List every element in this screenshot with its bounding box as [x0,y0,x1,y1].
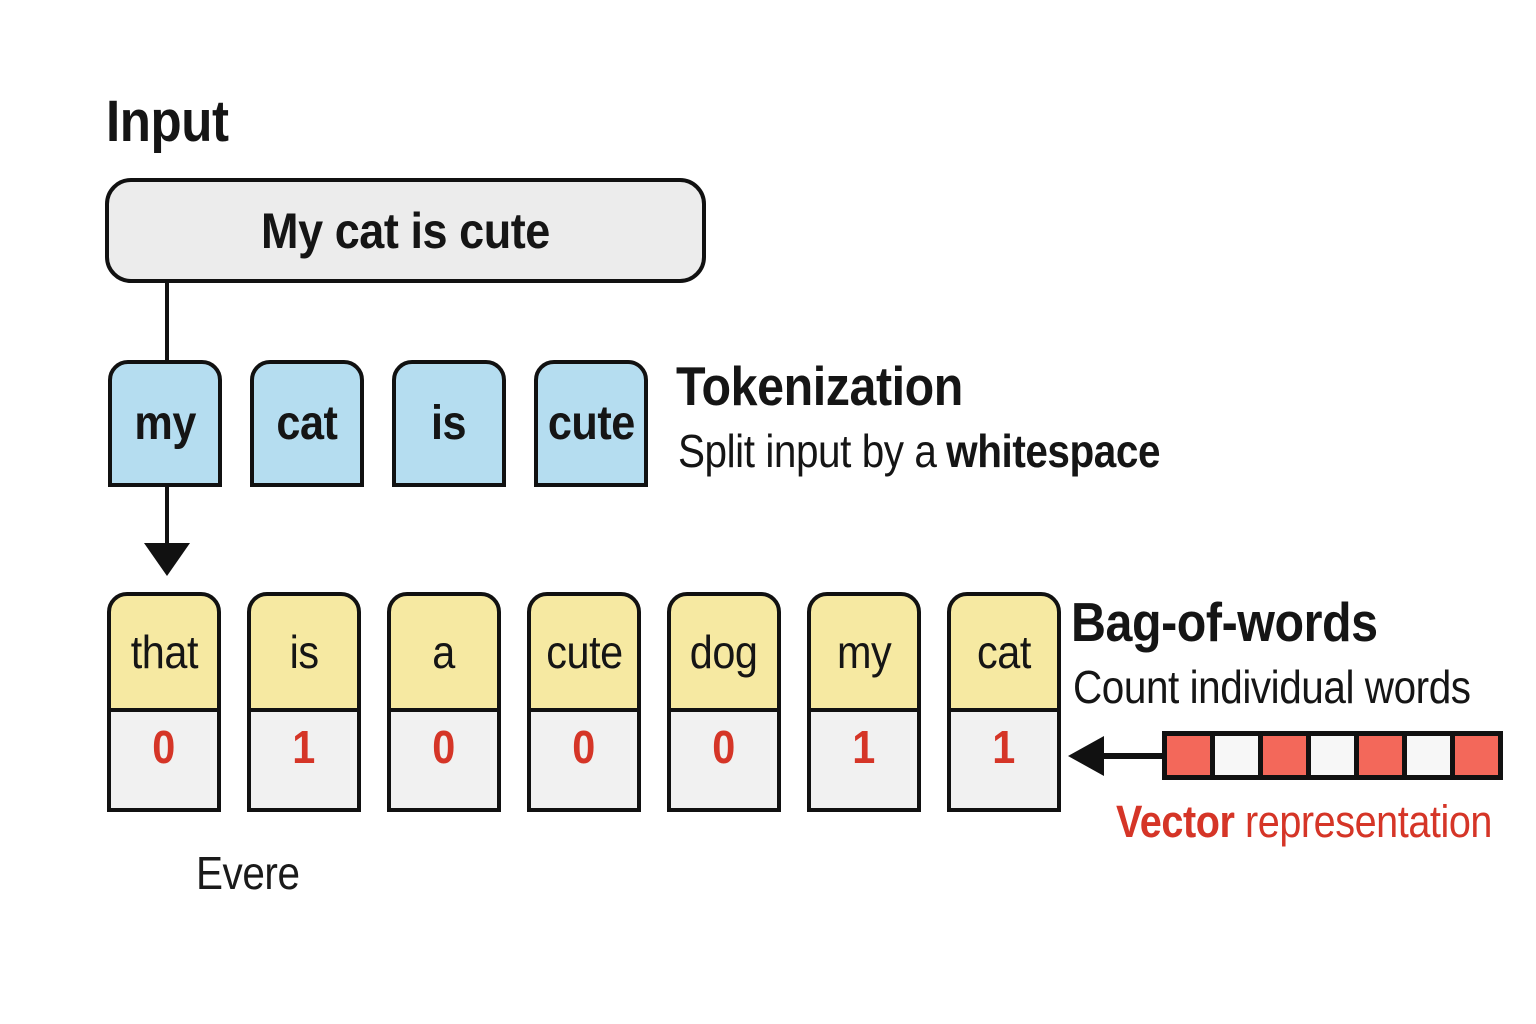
bow-count-cell: 0 [667,712,781,812]
bow-word-cell: cute [527,592,641,712]
bow-word-cell: that [107,592,221,712]
token-box-my: my [108,360,222,487]
bow-box-cat: cat 1 [947,592,1061,812]
bow-count-cell: 0 [387,712,501,812]
input-section-label-text: Input [106,89,229,154]
bow-box-that: that 0 [107,592,221,812]
left-arrow-icon [1068,736,1104,776]
bow-word-label: cat [977,626,1031,678]
bag-of-words-row: that 0 is 1 a 0 cute 0 dog 0 my 1 cat 1 [107,592,1061,812]
bow-box-a: a 0 [387,592,501,812]
bow-word-label: dog [690,626,758,678]
bow-word-label: is [289,626,319,678]
bag-of-words-subtitle: Count individual words [1073,660,1525,714]
down-arrow-icon [144,543,190,576]
footer-caption-text: Evere [196,847,300,899]
bag-of-words-title: Bag-of-words [1071,590,1419,654]
bag-of-words-title-text: Bag-of-words [1071,591,1378,653]
bow-count-value: 0 [712,721,736,773]
tokenization-title-text: Tokenization [676,355,963,417]
vector-cell [1407,736,1450,775]
bow-count-cell: 1 [247,712,361,812]
bow-word-cell: cat [947,592,1061,712]
vector-cell [1263,736,1306,775]
connector-tokens-to-bow [165,487,169,545]
bow-count-value: 1 [852,721,876,773]
bow-word-cell: is [247,592,361,712]
vector-label-regular: representation [1244,796,1493,847]
bow-word-cell: a [387,592,501,712]
bow-word-label: my [836,626,892,678]
bow-word-label: cute [545,626,623,678]
bow-word-label: that [130,626,198,678]
bow-box-my: my 1 [807,592,921,812]
token-label: cute [547,397,635,450]
bow-count-cell: 0 [107,712,221,812]
vector-cell [1215,736,1258,775]
token-row: my cat is cute [108,360,648,487]
bag-of-words-subtitle-text: Count individual words [1073,661,1471,713]
token-box-cute: cute [534,360,648,487]
bow-count-value: 0 [152,721,176,773]
input-section-label: Input [106,88,245,155]
bow-count-cell: 1 [947,712,1061,812]
bow-word-cell: dog [667,592,781,712]
tokenization-title: Tokenization [676,354,1002,418]
tokenization-subtitle-regular: Split input by a [678,425,937,477]
bow-box-is: is 1 [247,592,361,812]
bow-count-value: 1 [292,721,316,773]
token-box-cat: cat [250,360,364,487]
vector-bar [1162,731,1503,780]
input-sentence-text: My cat is cute [261,202,550,259]
bow-box-cute: cute 0 [527,592,641,812]
bow-word-label: a [432,626,456,678]
bow-count-value: 1 [992,721,1016,773]
connector-input-to-tokens [165,281,169,362]
vector-arrow-line [1100,753,1166,759]
bow-count-value: 0 [432,721,456,773]
bow-count-cell: 0 [527,712,641,812]
vector-cell [1455,736,1498,775]
token-label: cat [276,397,338,450]
vector-cell [1311,736,1354,775]
bow-box-dog: dog 0 [667,592,781,812]
vector-cell [1167,736,1210,775]
vector-label-bold: Vector [1116,796,1235,847]
input-sentence-box: My cat is cute [105,178,706,283]
token-box-is: is [392,360,506,487]
bow-count-value: 0 [572,721,596,773]
vector-cell [1359,736,1402,775]
tokenization-subtitle-bold: whitespace [946,425,1161,477]
bow-word-cell: my [807,592,921,712]
token-label: my [134,397,196,450]
bow-count-cell: 1 [807,712,921,812]
token-label: is [431,397,467,450]
footer-caption: Evere [196,846,314,900]
